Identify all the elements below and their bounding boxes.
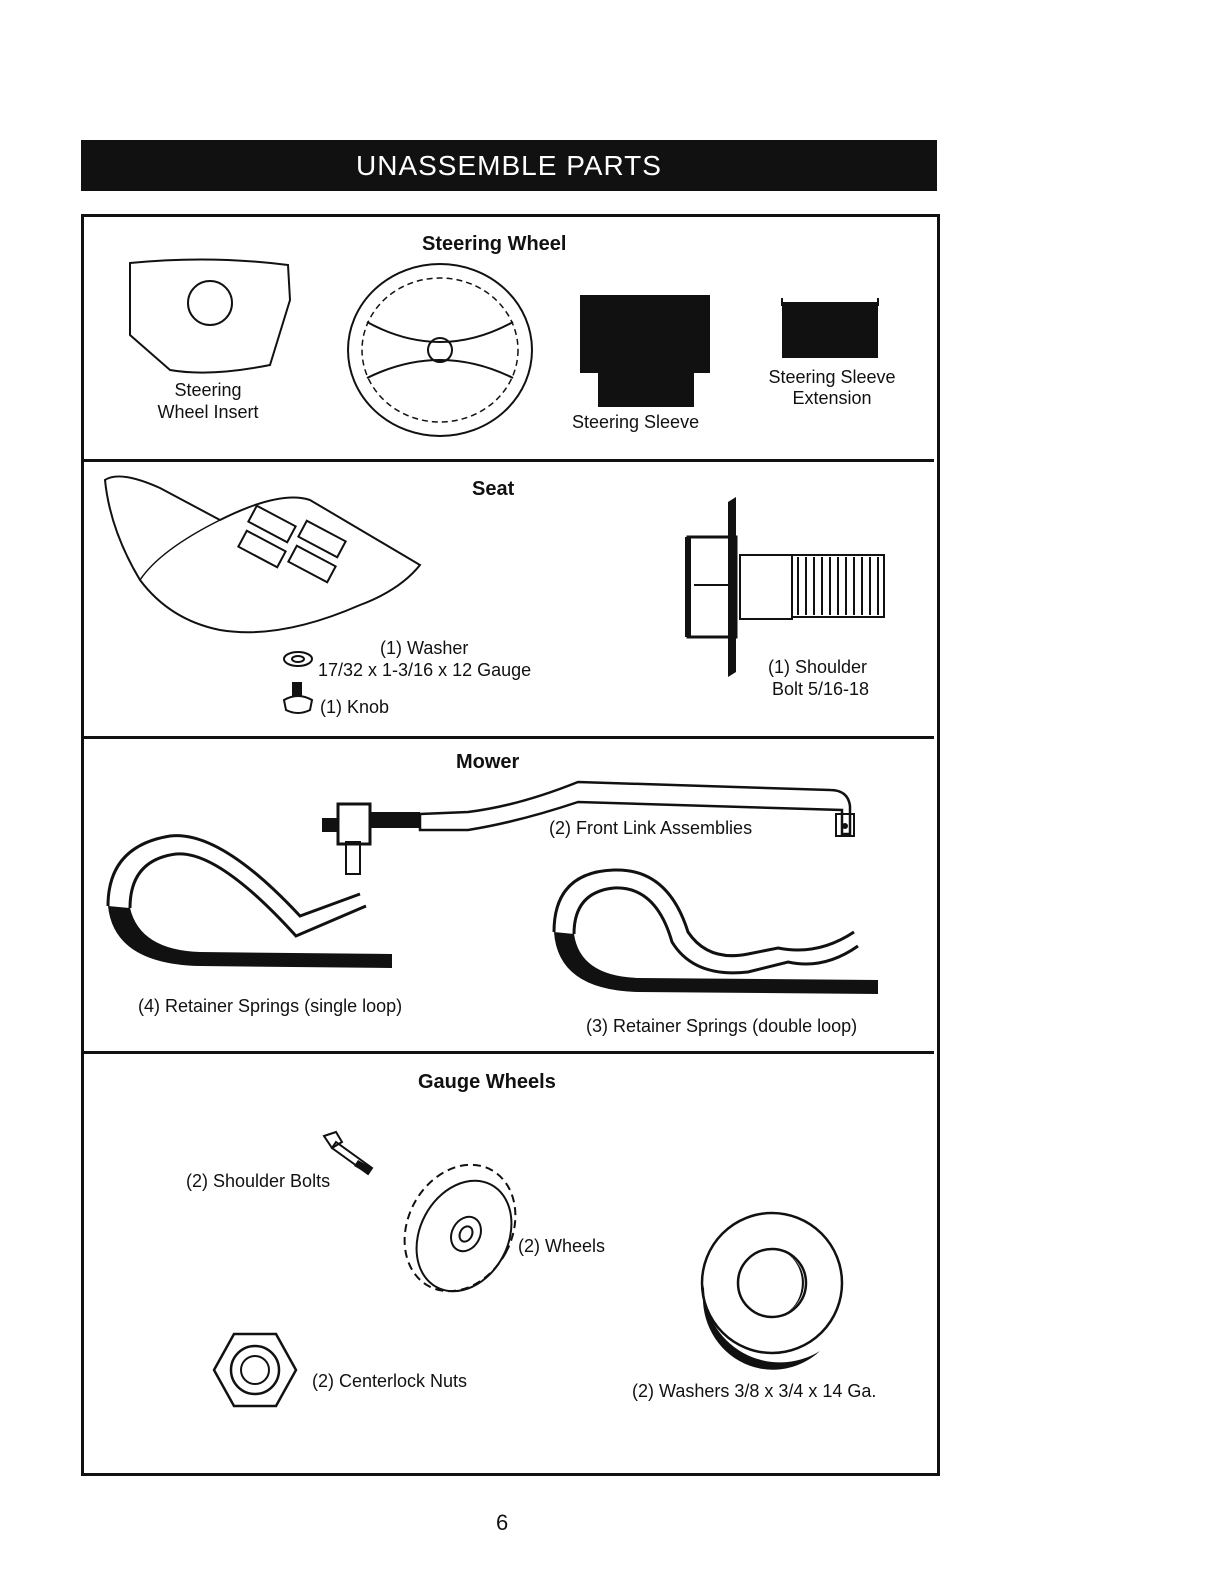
steering-wheel-insert-illustration <box>129 258 292 374</box>
gauge-washer-illustration <box>700 1211 844 1370</box>
front-link-assembly-illustration <box>322 780 855 875</box>
single-loop-springs-label: (4) Retainer Springs (single loop) <box>138 996 403 1016</box>
shoulder-bolt-size-label: Bolt 5/16-18 <box>772 679 870 699</box>
centerlock-nuts-label: (2) Centerlock Nuts <box>312 1371 468 1391</box>
section-divider <box>84 1051 934 1054</box>
parts-frame <box>81 214 940 1476</box>
front-link-label: (2) Front Link Assemblies <box>549 818 753 838</box>
shoulder-bolt-label: (1) Shoulder <box>768 657 868 677</box>
knob-label: (1) Knob <box>320 697 390 717</box>
steering-sleeve-label: Steering Sleeve <box>572 412 700 432</box>
washer-icon <box>283 651 313 667</box>
page-banner: UNASSEMBLE PARTS <box>81 140 937 191</box>
steering-wheel-illustration <box>347 263 533 437</box>
steering-wheel-insert-label: Wheel Insert <box>157 402 259 422</box>
steering-sleeve-extension-illustration <box>781 298 879 358</box>
section-title-gauge-wheels: Gauge Wheels <box>418 1071 556 1093</box>
steering-sleeve-extension-label: Steering Sleeve <box>768 367 896 387</box>
section-title-steering: Steering Wheel <box>422 233 567 255</box>
double-loop-springs-label: (3) Retainer Springs (double loop) <box>586 1016 858 1036</box>
shoulder-bolt-small-icon <box>322 1130 374 1176</box>
section-divider <box>84 459 934 462</box>
retainer-spring-double-loop-illustration <box>552 868 878 994</box>
retainer-spring-single-loop-illustration <box>106 834 392 968</box>
centerlock-nut-icon <box>212 1332 298 1408</box>
steering-wheel-insert-label: Steering <box>174 380 242 400</box>
knob-icon <box>282 682 314 714</box>
gauge-wheel-illustration <box>403 1163 517 1293</box>
steering-sleeve-illustration <box>580 295 710 407</box>
seat-illustration <box>103 475 422 634</box>
section-title-seat: Seat <box>472 478 515 500</box>
gauge-washers-label: (2) Washers 3/8 x 3/4 x 14 Ga. <box>632 1381 877 1401</box>
steering-sleeve-extension-label: Extension <box>792 388 872 408</box>
page-number: 6 <box>496 1510 509 1535</box>
section-divider <box>84 736 934 739</box>
gauge-shoulder-bolts-label: (2) Shoulder Bolts <box>186 1171 331 1191</box>
washer-label: (1) Washer <box>380 638 469 658</box>
washer-size-label: 17/32 x 1-3/16 x 12 Gauge <box>318 660 532 680</box>
gauge-wheels-label: (2) Wheels <box>518 1236 606 1256</box>
section-title-mower: Mower <box>456 751 520 773</box>
shoulder-bolt-illustration <box>685 497 885 677</box>
